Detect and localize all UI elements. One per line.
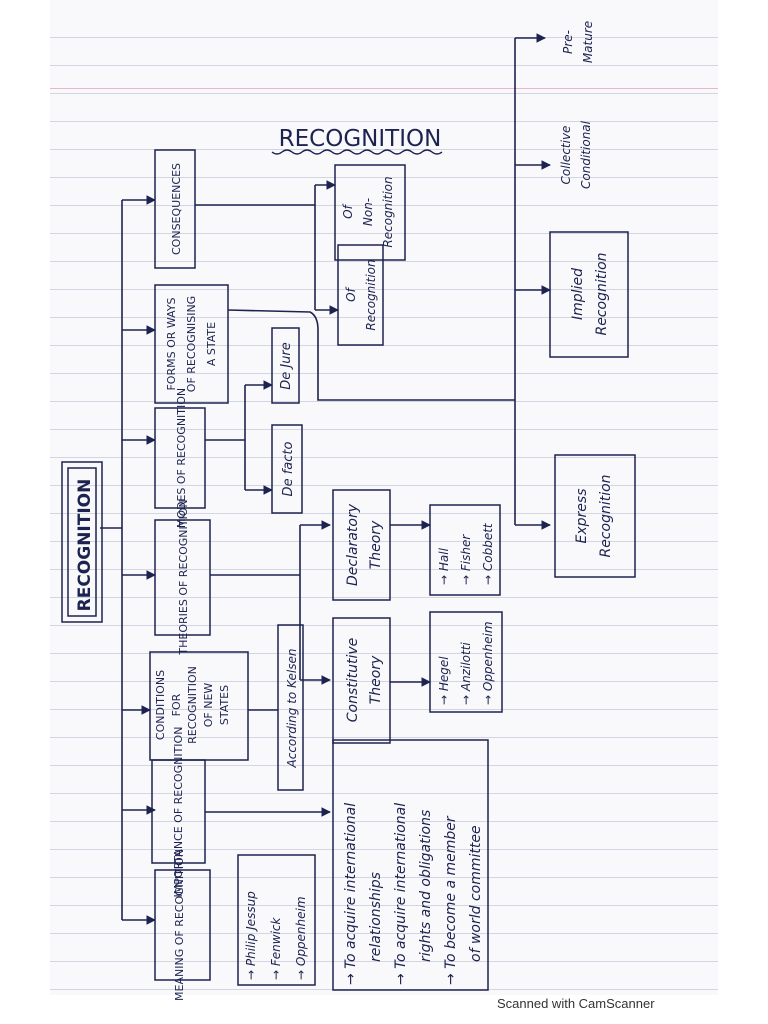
importance-points: → To acquire international relationships… <box>343 803 484 985</box>
svg-text:Recognition: Recognition <box>364 259 378 330</box>
svg-text:FORMS OR WAYS: FORMS OR WAYS <box>165 297 178 390</box>
implied-recognition: Implied Recognition <box>570 252 610 335</box>
theories-label: THEORIES OF RECOGNITION <box>177 499 190 655</box>
svg-text:Mature: Mature <box>581 21 595 63</box>
svg-text:OF RECOGNISING: OF RECOGNISING <box>185 296 198 392</box>
declaratory-theory: Declaratory Theory <box>345 503 384 586</box>
svg-text:Recognition: Recognition <box>381 176 395 247</box>
constitutive-authors: → Hegel → Anzilotti → Oppenheim <box>437 621 495 705</box>
svg-text:relationships: relationships <box>368 872 384 962</box>
conditions-label: CONDITIONS FOR RECOGNITION OF NEW STATES <box>154 666 231 744</box>
svg-text:Recognition: Recognition <box>594 252 610 335</box>
of-non-recognition: Of Non- Recognition <box>341 176 395 247</box>
svg-text:Non-: Non- <box>361 198 375 226</box>
heading: RECOGNITION <box>279 126 442 152</box>
central-title: RECOGNITION <box>75 479 95 612</box>
svg-text:Theory: Theory <box>368 520 384 569</box>
scanner-watermark: Scanned with CamScanner <box>497 996 655 1011</box>
meaning-label: MEANING OF RECOGNITION <box>173 849 186 1001</box>
svg-text:Of: Of <box>341 203 355 218</box>
modes-label: MODES OF RECOGNITION <box>175 388 188 528</box>
svg-text:→ To acquire international: → To acquire international <box>343 803 359 985</box>
collective-conditional: Collective Conditional <box>559 120 593 189</box>
de-jure: De Jure <box>279 342 294 390</box>
pre-mature: Pre- Mature <box>561 21 595 63</box>
svg-text:→ Hall: → Hall <box>437 547 451 585</box>
svg-text:Conditional: Conditional <box>579 120 593 189</box>
svg-text:RECOGNITION: RECOGNITION <box>186 666 199 744</box>
svg-text:Pre-: Pre- <box>561 30 575 54</box>
svg-text:OF NEW: OF NEW <box>202 683 215 728</box>
svg-text:FOR: FOR <box>170 693 183 716</box>
importance-label: IMPORTANCE OF RECOGNITION <box>172 727 185 898</box>
svg-text:IMPORTANCE OF RECOGNITION: IMPORTANCE OF RECOGNITION <box>172 727 185 898</box>
according-to-kelsen: According to Kelsen <box>285 649 299 769</box>
svg-text:Constitutive: Constitutive <box>345 638 361 723</box>
connectors <box>100 33 551 925</box>
boxes <box>61 149 636 991</box>
consequences-label: CONSEQUENCES <box>170 163 183 255</box>
de-facto: De facto <box>281 442 296 497</box>
constitutive-theory: Constitutive Theory <box>345 638 384 723</box>
declaratory-authors: → Hall → Fisher → Cobbett <box>437 522 495 585</box>
margin-line <box>50 88 718 89</box>
svg-text:→ Oppenheim: → Oppenheim <box>294 896 308 980</box>
svg-text:A STATE: A STATE <box>205 322 218 366</box>
svg-text:→ Philip Jessup: → Philip Jessup <box>244 891 258 980</box>
svg-text:of world committee: of world committee <box>468 825 484 962</box>
svg-text:→ To acquire international: → To acquire international <box>393 803 409 985</box>
svg-text:Express: Express <box>574 489 590 544</box>
svg-text:→ Fisher: → Fisher <box>459 534 473 585</box>
svg-text:Declaratory: Declaratory <box>345 503 361 586</box>
svg-text:Of: Of <box>344 286 358 301</box>
svg-text:Implied: Implied <box>570 268 586 320</box>
express-recognition: Express Recognition <box>574 474 614 557</box>
svg-text:Theory: Theory <box>368 655 384 704</box>
svg-text:→ Cobbett: → Cobbett <box>481 522 495 585</box>
forms-label: FORMS OR WAYS OF RECOGNISING A STATE <box>165 296 218 392</box>
heading-underline <box>271 149 443 155</box>
svg-text:Recognition: Recognition <box>598 474 614 557</box>
svg-text:→ Hegel: → Hegel <box>437 656 451 705</box>
svg-text:→ To become a member: → To become a member <box>443 815 459 985</box>
svg-text:Collective: Collective <box>559 126 573 185</box>
svg-text:→ Oppenheim: → Oppenheim <box>481 621 495 705</box>
notebook-page <box>50 0 718 995</box>
svg-text:rights and obligations: rights and obligations <box>418 810 434 962</box>
of-recognition: Of Recognition <box>344 259 378 330</box>
meaning-authors: → Philip Jessup → Fenwick → Oppenheim <box>244 891 308 980</box>
svg-text:CONDITIONS: CONDITIONS <box>154 670 167 740</box>
svg-text:→ Fenwick: → Fenwick <box>269 916 283 980</box>
svg-text:→ Anzilotti: → Anzilotti <box>459 642 473 705</box>
svg-text:STATES: STATES <box>218 685 231 725</box>
